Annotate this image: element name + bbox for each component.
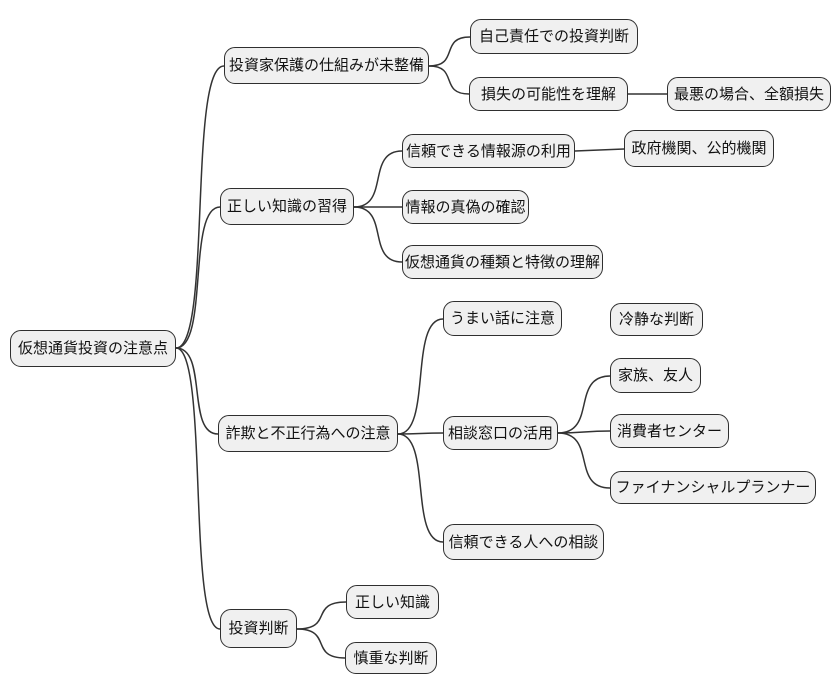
node-self-responsibility-investment-decision: 自己責任での投資判断 xyxy=(470,19,638,54)
node-consult-trusted-people: 信頼できる人への相談 xyxy=(443,524,604,560)
edge-b3-b3-3 xyxy=(397,433,444,543)
edge-root-b4 xyxy=(175,347,221,630)
node-acquire-correct-knowledge: 正しい知識の習得 xyxy=(220,188,354,225)
node-beware-fraud-and-misconduct: 詐欺と不正行為への注意 xyxy=(218,415,398,452)
edge-b3-b3-1 xyxy=(397,318,444,435)
edge-root-b1 xyxy=(175,65,225,349)
edge-b4-b4-1 xyxy=(296,601,347,630)
node-investment-decision: 投資判断 xyxy=(220,609,297,648)
node-government-public-agencies: 政府機関、公的機関 xyxy=(624,130,774,167)
node-root-crypto-investment-cautions: 仮想通貨投資の注意点 xyxy=(10,330,176,367)
edge-b2-b2-1 xyxy=(353,150,403,208)
edge-b1-b1-2 xyxy=(428,65,470,95)
edge-root-b3 xyxy=(175,347,219,435)
node-careful-judgment: 慎重な判断 xyxy=(345,642,437,674)
node-financial-planner: ファイナンシャルプランナー xyxy=(610,471,816,504)
node-calm-judgment: 冷静な判断 xyxy=(610,303,703,336)
node-understand-loss-possibility: 損失の可能性を理解 xyxy=(469,77,628,111)
node-correct-knowledge: 正しい知識 xyxy=(346,585,439,619)
edge-b3-2-b3-2-1 xyxy=(557,375,611,434)
node-beware-too-good-stories: うまい話に注意 xyxy=(443,301,562,336)
edge-b3-2-b3-2-3 xyxy=(557,432,611,489)
edge-root-b2 xyxy=(175,206,221,349)
edge-b2-b2-3 xyxy=(353,206,403,263)
node-verify-information-truth: 情報の真偽の確認 xyxy=(402,190,529,224)
node-worst-case-total-loss: 最悪の場合、全額損失 xyxy=(667,77,831,111)
edge-b3-b3-2 xyxy=(397,432,444,435)
edge-b1-b1-1 xyxy=(428,36,471,67)
node-family-friends: 家族、友人 xyxy=(610,358,701,393)
node-use-reliable-information-sources: 信頼できる情報源の利用 xyxy=(402,134,575,168)
node-use-consultation-services: 相談窓口の活用 xyxy=(443,416,558,450)
edge-b4-b4-2 xyxy=(296,628,346,659)
edge-b2-1-b2-1-1 xyxy=(574,148,625,152)
node-understand-crypto-types-and-features: 仮想通貨の種類と特徴の理解 xyxy=(402,245,603,279)
node-investor-protection-not-established: 投資家保護の仕組みが未整備 xyxy=(224,47,429,84)
node-consumer-center: 消費者センター xyxy=(610,414,729,448)
